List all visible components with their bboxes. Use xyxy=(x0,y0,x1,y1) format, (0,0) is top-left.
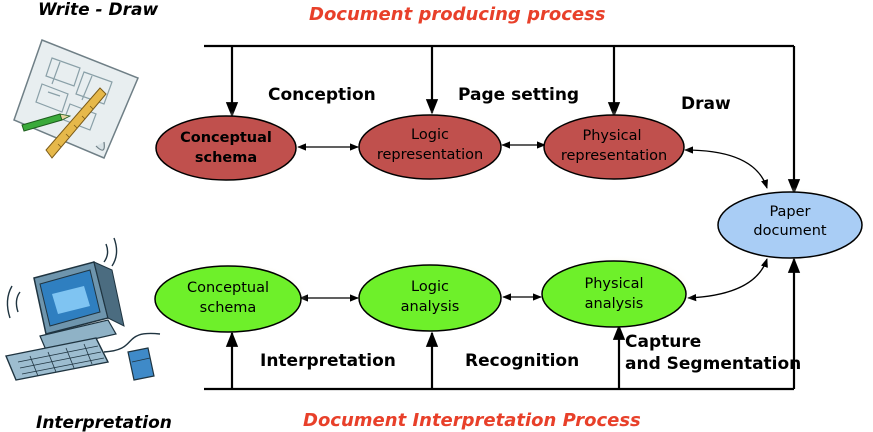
node-label: schema xyxy=(195,150,257,166)
node-physical-representation: Physical representation xyxy=(543,110,690,182)
node-label: Paper xyxy=(769,204,810,220)
step-segmentation: and Segmentation xyxy=(625,354,801,374)
bottom-flow-lines xyxy=(204,257,801,391)
node-logic-analysis: Logic analysis xyxy=(358,260,506,332)
title-top: Document producing process xyxy=(309,4,606,25)
node-label: Logic xyxy=(411,127,449,143)
node-label: document xyxy=(753,223,826,239)
node-label: Physical xyxy=(583,128,642,144)
node-label: Logic xyxy=(411,279,449,295)
corner-label-top: Write - Draw xyxy=(38,0,158,20)
computer-icon xyxy=(5,237,161,381)
node-label: analysis xyxy=(401,299,460,315)
node-label: Conceptual xyxy=(180,130,272,146)
step-draw: Draw xyxy=(681,94,731,114)
node-label: representation xyxy=(377,147,483,163)
corner-label-bottom: Interpretation xyxy=(36,413,172,432)
step-recognition: Recognition xyxy=(465,351,579,371)
node-label: Conceptual xyxy=(187,280,269,296)
node-label: Physical xyxy=(585,276,644,292)
step-interpretation: Interpretation xyxy=(260,351,396,371)
blueprint-drawing-icon xyxy=(13,39,139,159)
node-paper-document: Paper document xyxy=(717,187,866,261)
step-page-setting: Page setting xyxy=(458,85,579,105)
node-logic-representation: Logic representation xyxy=(358,110,506,182)
step-conception: Conception xyxy=(268,85,376,105)
node-links xyxy=(297,141,768,302)
node-label: schema xyxy=(200,300,257,316)
node-label: representation xyxy=(561,148,667,164)
title-bottom: Document Interpretation Process xyxy=(303,410,641,431)
node-physical-analysis: Physical analysis xyxy=(541,255,694,329)
top-flow-lines xyxy=(204,44,801,195)
node-conceptual-schema-bottom: Conceptual schema xyxy=(154,261,308,333)
step-capture: Capture xyxy=(625,332,701,352)
node-label: analysis xyxy=(585,296,644,312)
node-conceptual-schema-top: Conceptual schema xyxy=(155,111,302,183)
